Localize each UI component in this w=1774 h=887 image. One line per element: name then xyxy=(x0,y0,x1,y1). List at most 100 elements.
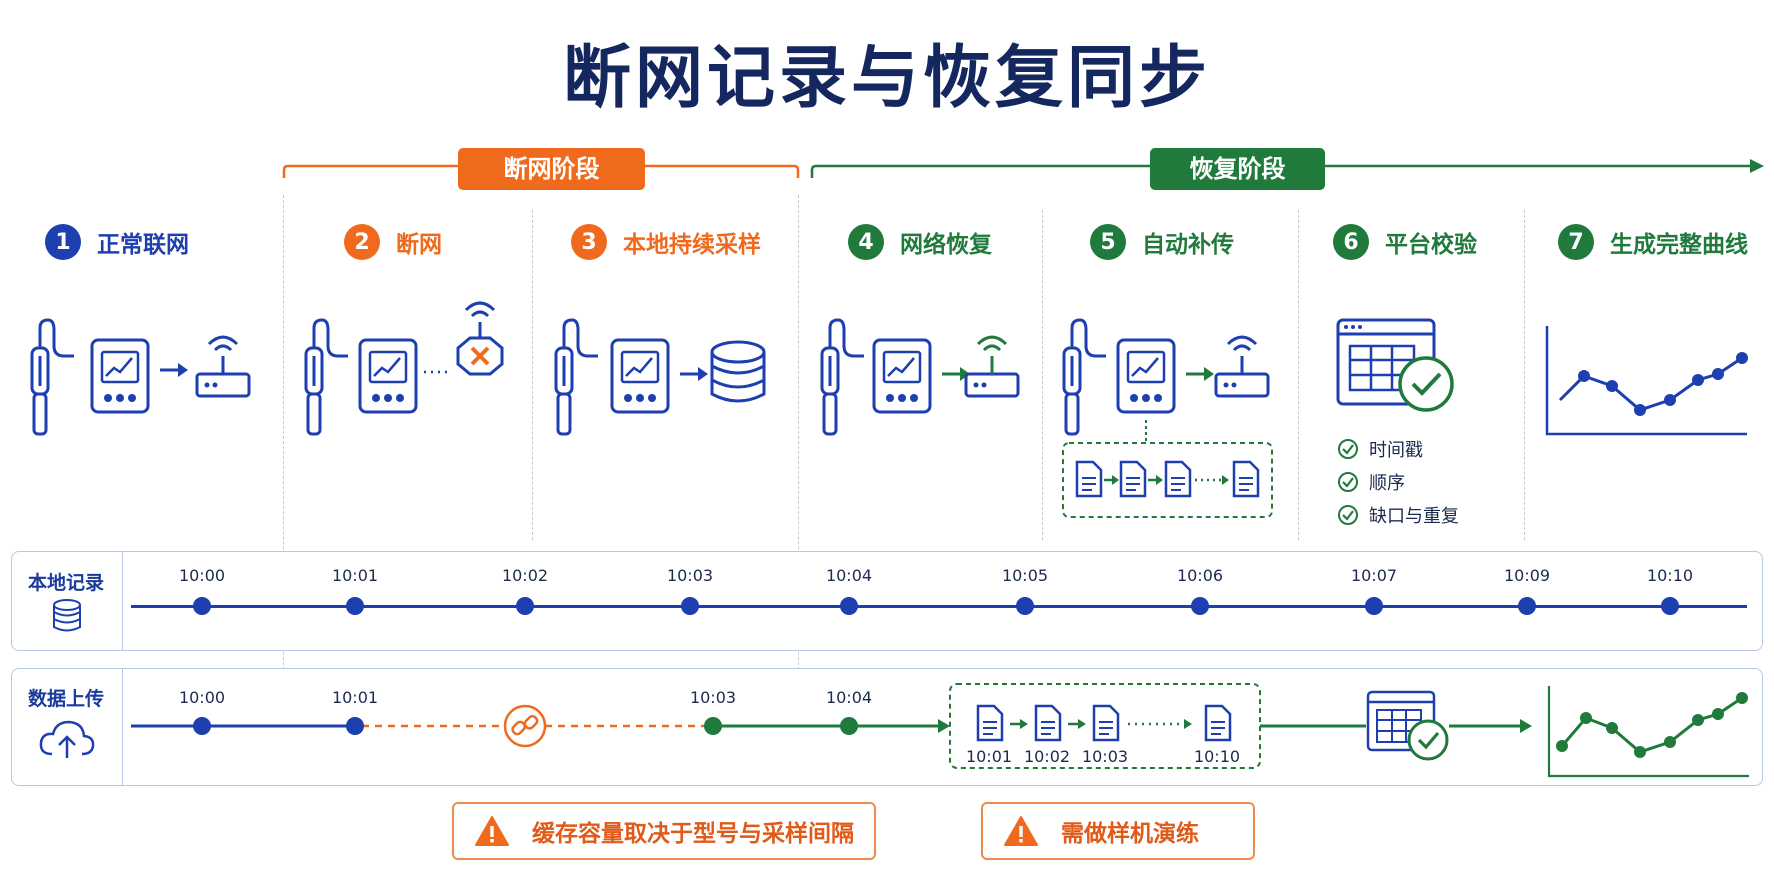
step-7: 7 生成完整曲线 xyxy=(1558,222,1748,262)
step-number: 4 xyxy=(848,224,884,260)
table-check-icon xyxy=(1366,690,1449,761)
line-chart-icon xyxy=(1547,686,1749,778)
document-icon xyxy=(1034,704,1062,742)
step-6: 6 平台校验 xyxy=(1333,222,1477,262)
step-number: 5 xyxy=(1090,224,1126,260)
doc-time-label: 10:10 xyxy=(1193,747,1241,766)
local-time-label: 10:05 xyxy=(1001,566,1049,585)
divider xyxy=(798,195,799,695)
probe-icon xyxy=(820,318,866,436)
divider xyxy=(1042,210,1043,540)
probe-icon xyxy=(554,318,600,436)
local-time-label: 10:06 xyxy=(1176,566,1224,585)
check-label: 缺口与重复 xyxy=(1369,506,1459,527)
upload-label: 数据上传 xyxy=(27,688,104,710)
check-item-order: 顺序 xyxy=(1337,469,1405,495)
local-dot xyxy=(1661,597,1679,615)
divider xyxy=(1524,210,1525,540)
doc-time-label: 10:03 xyxy=(1081,747,1129,766)
phase-brackets xyxy=(282,159,1764,178)
local-time-label: 10:10 xyxy=(1646,566,1694,585)
local-time-label: 10:04 xyxy=(825,566,873,585)
step-label: 本地持续采样 xyxy=(623,232,761,258)
data-logger-icon xyxy=(90,338,150,414)
check-circle-icon xyxy=(1338,505,1358,525)
local-record-label: 本地记录 xyxy=(27,572,104,594)
warning-text: 需做样机演练 xyxy=(1061,821,1199,847)
local-record-row xyxy=(11,551,1763,651)
step-number: 2 xyxy=(344,224,380,260)
local-dot xyxy=(840,597,858,615)
warning-box-drill: 需做样机演练 xyxy=(981,802,1255,860)
local-time-label: 10:02 xyxy=(501,566,549,585)
database-icon xyxy=(710,340,766,403)
document-icon xyxy=(1092,704,1120,742)
local-time-label: 10:01 xyxy=(331,566,379,585)
phase-offline-label: 断网阶段 xyxy=(458,148,645,190)
local-time-label: 10:03 xyxy=(666,566,714,585)
divider xyxy=(1298,210,1299,540)
step-number: 7 xyxy=(1558,224,1594,260)
local-dot xyxy=(516,597,534,615)
upload-dot xyxy=(346,717,364,735)
data-logger-icon xyxy=(358,338,418,414)
step-label: 正常联网 xyxy=(97,232,189,258)
data-logger-icon xyxy=(610,338,670,414)
local-time-label: 10:00 xyxy=(178,566,226,585)
local-dot xyxy=(1016,597,1034,615)
upload-time-label: 10:00 xyxy=(178,688,226,707)
document-icon xyxy=(1119,460,1147,498)
wifi-router-icon xyxy=(195,335,251,398)
probe-icon xyxy=(1062,318,1108,436)
step-number: 6 xyxy=(1333,224,1369,260)
local-dot xyxy=(346,597,364,615)
upload-time-label: 10:03 xyxy=(689,688,737,707)
step-4: 4 网络恢复 xyxy=(848,222,992,262)
upload-dot xyxy=(704,717,722,735)
step-label: 断网 xyxy=(396,232,442,258)
broken-link-icon xyxy=(503,704,547,748)
local-time-label: 10:09 xyxy=(1503,566,1551,585)
step-1: 1 正常联网 xyxy=(45,222,189,262)
step-5: 5 自动补传 xyxy=(1090,222,1234,262)
divider xyxy=(532,210,533,540)
wifi-router-icon xyxy=(964,335,1020,398)
check-item-gaps: 缺口与重复 xyxy=(1337,502,1459,528)
doc-time-label: 10:02 xyxy=(1023,747,1071,766)
upload-timeline xyxy=(131,683,1749,778)
phase-recovery-label: 恢复阶段 xyxy=(1150,148,1325,190)
offline-router-icon xyxy=(456,301,504,376)
line-chart-icon xyxy=(1545,326,1748,436)
local-dot xyxy=(1518,597,1536,615)
local-timeline xyxy=(131,605,1747,608)
data-logger-icon xyxy=(872,338,932,414)
probe-icon xyxy=(30,318,76,436)
local-dot xyxy=(1191,597,1209,615)
document-icon xyxy=(976,704,1004,742)
table-check-icon xyxy=(1336,318,1454,412)
step-number: 1 xyxy=(45,224,81,260)
upload-time-label: 10:01 xyxy=(331,688,379,707)
document-icon xyxy=(1232,460,1260,498)
database-icon xyxy=(53,599,81,632)
step-illustrations xyxy=(30,301,1748,518)
step-number: 3 xyxy=(571,224,607,260)
local-dot xyxy=(681,597,699,615)
document-icon xyxy=(1075,460,1103,498)
page-title: 断网记录与恢复同步 xyxy=(562,39,1211,118)
warning-text: 缓存容量取决于型号与采样间隔 xyxy=(532,821,854,847)
upload-dot xyxy=(840,717,858,735)
warning-icon xyxy=(1004,816,1038,846)
local-time-label: 10:07 xyxy=(1350,566,1398,585)
cloud-upload-icon xyxy=(39,720,95,758)
document-icon xyxy=(1164,460,1192,498)
step-label: 网络恢复 xyxy=(900,232,992,258)
check-circle-icon xyxy=(1338,439,1358,459)
check-label: 顺序 xyxy=(1369,473,1405,494)
divider xyxy=(283,195,284,695)
document-icon xyxy=(1204,704,1232,742)
upload-time-label: 10:04 xyxy=(825,688,873,707)
check-item-timestamp: 时间戳 xyxy=(1337,436,1423,462)
warning-icon xyxy=(475,816,509,846)
step-label: 生成完整曲线 xyxy=(1610,232,1748,258)
